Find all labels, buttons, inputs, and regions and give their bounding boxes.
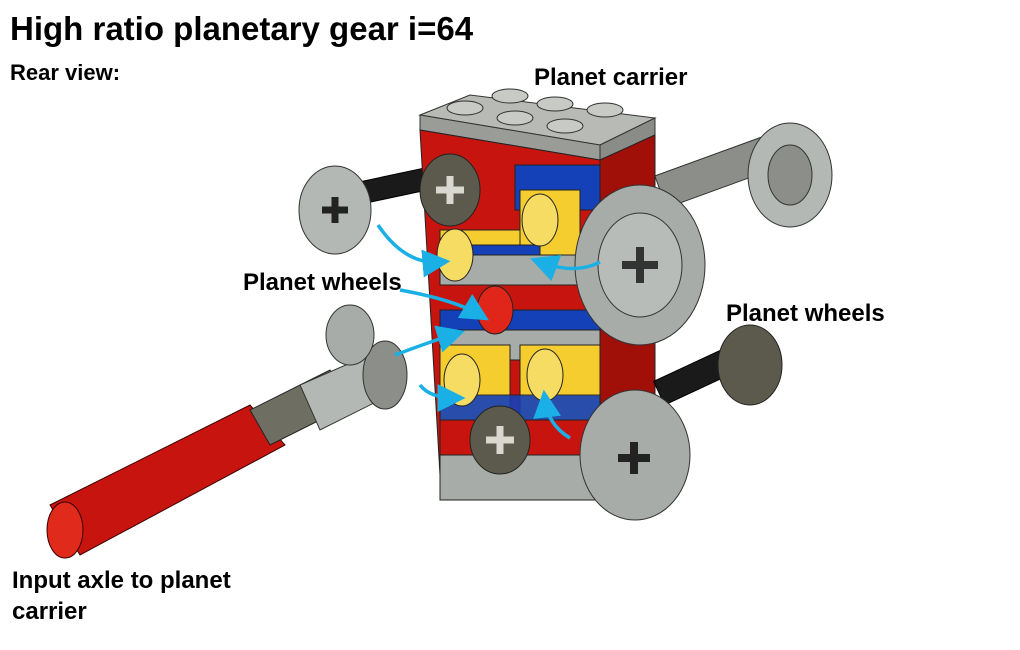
view-subtitle: Rear view: [10, 60, 121, 85]
upper-left-gear-assembly [298, 164, 442, 255]
input-axle-label: Input axle to planet carrier [12, 567, 231, 625]
carrier-bushings [419, 153, 531, 475]
page-title: High ratio planetary gear i=64 [10, 10, 474, 47]
planet-wheels-left-label: Planet wheels [243, 269, 402, 296]
input-axle [46, 304, 408, 559]
planet-carrier-label: Planet carrier [534, 64, 688, 91]
right-large-gear [574, 184, 706, 346]
planet-wheels-right-label: Planet wheels [726, 300, 885, 327]
upper-right-axle-assembly [654, 122, 833, 228]
lower-right-gear-assembly [579, 324, 783, 521]
indicator-arrows [376, 224, 601, 440]
